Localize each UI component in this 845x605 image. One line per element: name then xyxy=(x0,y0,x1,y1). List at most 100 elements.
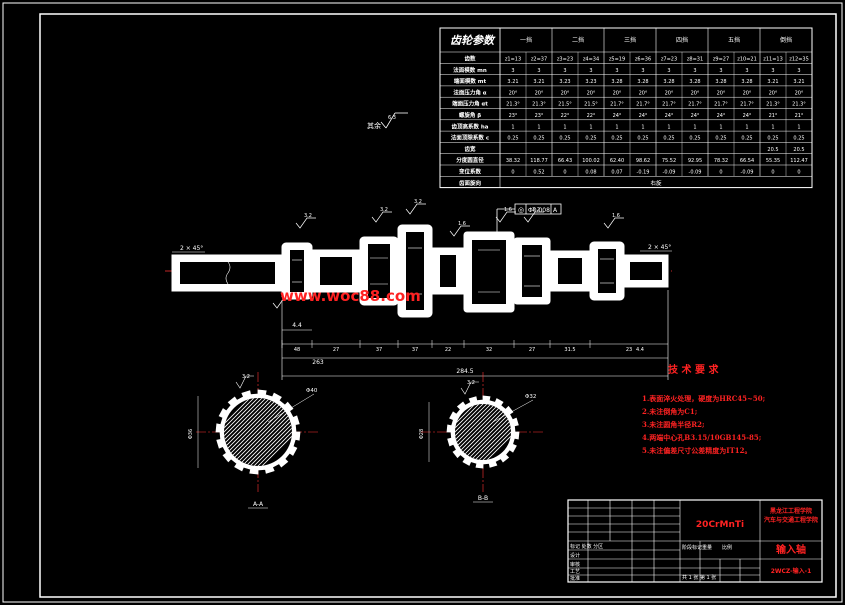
segment-dim-7: 27 xyxy=(529,347,535,353)
table-cell: 0.25 xyxy=(559,136,570,142)
table-cell: 0.25 xyxy=(715,136,726,142)
table-cell: 0.25 xyxy=(663,136,674,142)
table-cell: 1 xyxy=(693,124,696,130)
table-cell: z9=27 xyxy=(713,57,729,63)
tolerance-value: Φ0.008 xyxy=(528,207,550,214)
table-cell: 3 xyxy=(797,68,800,74)
table-cell: 3.21 xyxy=(767,79,778,85)
section-roughness-symbol xyxy=(460,381,479,395)
table-cell: 24° xyxy=(717,113,726,119)
table-cell: 20° xyxy=(535,90,544,96)
title-block: 20CrMnTi 黑龙江工程学院 汽车与交通工程学院 输入轴 2WCZ-输入-1… xyxy=(567,499,823,583)
table-cell: 0 xyxy=(719,170,722,176)
table-cell: 0.25 xyxy=(611,136,622,142)
roughness-value: 3.2 xyxy=(304,213,312,219)
tb-label-4: 工艺 xyxy=(570,569,580,575)
section-roughness-value: 3.2 xyxy=(242,374,250,380)
table-cell: 1 xyxy=(745,124,748,130)
table-row-label: 法面压力角 α xyxy=(453,88,486,96)
table-cell: -0.19 xyxy=(637,170,650,176)
segment-dim-5: 22 xyxy=(445,347,451,353)
table-cell: 1 xyxy=(641,124,644,130)
table-cell: 20° xyxy=(587,90,596,96)
table-cell: z7=23 xyxy=(661,57,677,63)
section-core xyxy=(224,398,292,466)
section-diameter-2: Φ28 xyxy=(419,429,425,439)
table-cell: 3.28 xyxy=(689,79,700,85)
table-cell: 右旋 xyxy=(650,179,662,187)
table-cell: 3.28 xyxy=(715,79,726,85)
table-header-2: 二挡 xyxy=(572,36,584,44)
table-cell: 92.95 xyxy=(688,158,702,164)
tolerance-frame: ◎ Φ0.008 A xyxy=(496,203,562,232)
table-cell: z5=19 xyxy=(609,57,625,63)
roughness-note: 其余 6.3 xyxy=(367,112,408,130)
table-cell: 21.3° xyxy=(766,102,780,108)
tech-req-item-3: 3.未注圆角半径R2; xyxy=(642,420,705,429)
table-cell: 20° xyxy=(691,90,700,96)
table-cell: 112.47 xyxy=(790,158,808,164)
section-hatch xyxy=(224,398,292,466)
table-cell: z3=23 xyxy=(557,57,573,63)
table-cell: 21.3° xyxy=(532,102,546,108)
table-cell: 20° xyxy=(639,90,648,96)
table-cell: 20° xyxy=(717,90,726,96)
dimension-lines xyxy=(281,290,669,380)
table-cell: 21° xyxy=(795,113,804,119)
table-cell: 0.25 xyxy=(585,136,596,142)
table-row-label: 齿宽 xyxy=(464,145,476,153)
table-cell: 0.25 xyxy=(507,136,518,142)
table-cell: 21.5° xyxy=(558,102,572,108)
tb-mid-2: 重量 xyxy=(702,544,712,551)
table-cell: 20° xyxy=(743,90,752,96)
dim-overall: 263 xyxy=(312,359,324,366)
segment-dim-4: 37 xyxy=(412,347,418,353)
roughness-symbol xyxy=(449,225,470,237)
section-diameter-2: Φ36 xyxy=(188,429,194,439)
tb-mid-4: 共 1 张 第 1 张 xyxy=(682,574,716,581)
table-cell: 24° xyxy=(613,113,622,119)
section-diameter: Φ40 xyxy=(306,388,318,394)
table-row-label: 齿顶高系数 ha xyxy=(451,122,488,130)
roughness-value: 3.2 xyxy=(380,207,388,213)
table-cell: z11=13 xyxy=(763,57,783,63)
tb-label-3: 审核 xyxy=(570,561,580,568)
watermark: www.woc88.com xyxy=(280,287,421,305)
table-cell: 78.32 xyxy=(714,158,728,164)
table-cell: 24° xyxy=(665,113,674,119)
table-header-6: 倒挡 xyxy=(780,36,792,44)
dim-small-2: 4.4 xyxy=(636,347,644,353)
table-cell: 20° xyxy=(509,90,518,96)
table-cell: 21.7° xyxy=(714,102,728,108)
shaft-main-view: ◎ Φ0.008 A 2 × 45° 2 × 45° 3.23.23.21.61… xyxy=(165,199,672,380)
segment-dim-2: 27 xyxy=(333,347,339,353)
table-cell: 0.08 xyxy=(585,170,596,176)
technical-requirements: 技 术 要 求 1.表面淬火处理，硬度为HRC45~50; 2.未注倒角为C1;… xyxy=(642,363,765,455)
table-cell: z10=21 xyxy=(737,57,757,63)
roughness-value: 1.6 xyxy=(458,221,466,227)
table-row-label: 齿数 xyxy=(464,55,476,63)
table-cell: 0.25 xyxy=(637,136,648,142)
table-cell: 3 xyxy=(615,68,618,74)
table-header-3: 三挡 xyxy=(624,36,636,44)
table-cell: 0 xyxy=(797,170,800,176)
table-cell: 66.54 xyxy=(740,158,754,164)
table-cell: 20.5 xyxy=(767,147,778,153)
table-row-label: 分度圆直径 xyxy=(456,156,484,164)
segment-dim-8: 31.5 xyxy=(564,347,575,353)
segment-dim-3: 37 xyxy=(376,347,382,353)
table-cell: 1 xyxy=(667,124,670,130)
table-row-label: 端面压力角 αt xyxy=(452,100,488,108)
roughness-value: 3.2 xyxy=(414,199,422,205)
tb-mid-3: 比例 xyxy=(722,544,732,551)
section-diameter: Φ32 xyxy=(525,394,536,400)
table-cell: 21.3° xyxy=(506,102,520,108)
part-name: 输入轴 xyxy=(776,543,806,556)
roughness-value: 3.2 xyxy=(281,293,289,299)
tb-label-2: 设计 xyxy=(570,552,580,559)
roughness-value: 3.2 xyxy=(532,207,540,213)
roughness-value: 1.6 xyxy=(612,213,620,219)
